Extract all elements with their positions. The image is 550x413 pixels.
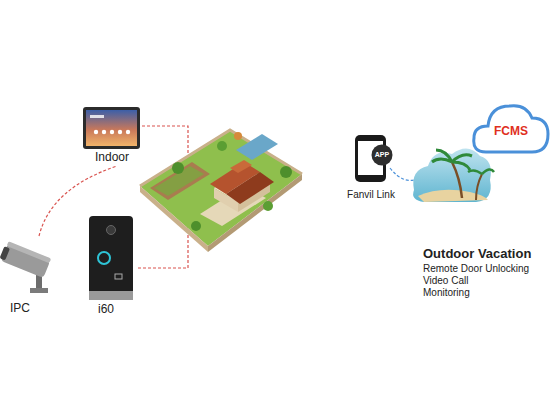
phone-app-node: APP Fanvil Link — [345, 132, 401, 204]
cloud-node: FCMS — [472, 98, 550, 158]
feature-heading: Outdoor Vacation — [423, 247, 531, 262]
feature-item: Remote Door Unlocking — [423, 263, 529, 275]
feature-item: Monitoring — [423, 287, 470, 299]
indoor-monitor — [83, 107, 140, 149]
door-station — [89, 216, 133, 300]
device-label: IPC — [0, 302, 40, 315]
door-station-node: i60 — [86, 212, 138, 316]
ip-camera — [0, 241, 51, 293]
dashed-connector — [39, 166, 117, 236]
app-label: Fanvil Link — [345, 189, 397, 200]
device-label: i60 — [86, 303, 126, 316]
phone — [355, 135, 393, 182]
app-badge: APP — [371, 151, 393, 159]
device-label: Indoor — [80, 151, 144, 164]
beach-illustration — [413, 148, 494, 202]
indoor-monitor-node: Indoor — [80, 104, 144, 166]
feature-item: Video Call — [423, 275, 468, 287]
house-illustration — [140, 130, 302, 252]
ip-camera-node: IPC — [0, 236, 52, 316]
cloud-label: FCMS — [472, 125, 550, 138]
